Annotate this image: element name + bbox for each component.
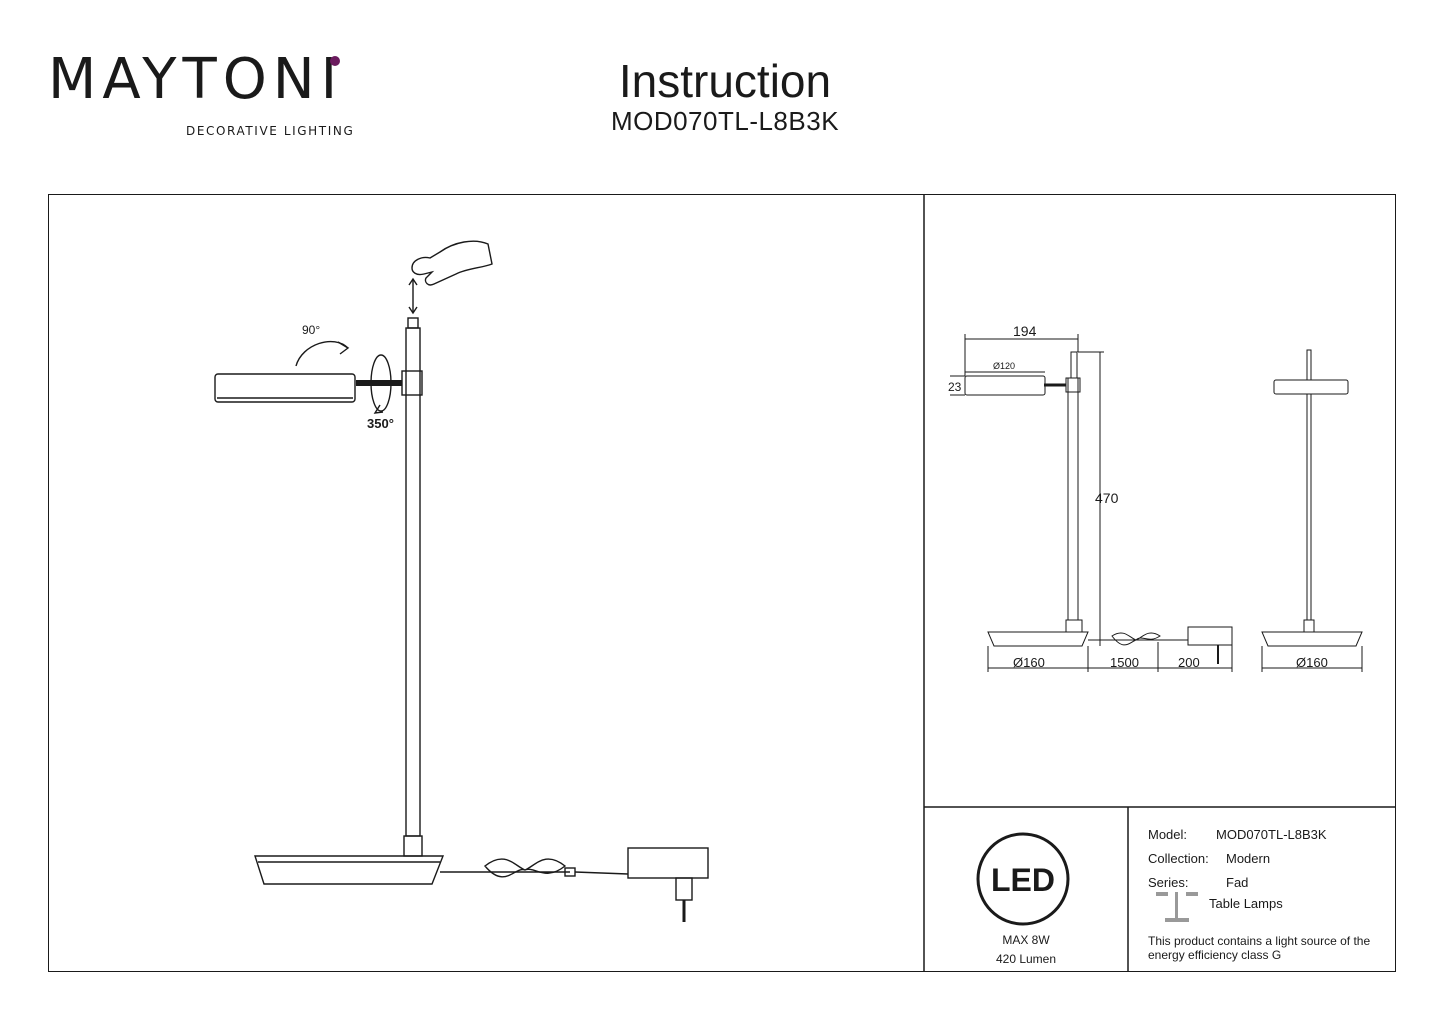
- brand-name: MAYTONI: [48, 47, 344, 112]
- brand-logo: MAYTONI DECORATIVE LIGHTING: [48, 47, 353, 139]
- lamp-pole: [405, 327, 421, 837]
- spec-series-value: Fad: [1226, 875, 1249, 890]
- power-adapter: [627, 847, 709, 879]
- led-power: MAX 8W: [1002, 933, 1050, 947]
- document-header: Instruction MOD070TL-L8B3K: [540, 56, 910, 136]
- logo-dot: [330, 56, 340, 66]
- dim-cable-length: 1500: [1110, 655, 1139, 670]
- spec-collection-label: Collection:: [1148, 851, 1209, 866]
- led-badge: [976, 832, 1070, 926]
- dim-base-diameter: Ø160: [1013, 655, 1045, 670]
- dim-height: 470: [1095, 490, 1119, 506]
- cable-coil: [484, 858, 567, 878]
- lamp-base: [254, 855, 445, 885]
- led-lumen: 420 Lumen: [996, 952, 1056, 966]
- dim-width: 194: [1013, 323, 1037, 339]
- document-title: Instruction: [618, 55, 832, 107]
- led-label: LED: [991, 862, 1055, 898]
- spec-collection-value: Modern: [1226, 851, 1271, 866]
- lamp-head: [214, 373, 356, 403]
- spec-type-value: Table Lamps: [1209, 896, 1283, 911]
- spec-series-label: Series:: [1148, 875, 1189, 890]
- spec-model-value: MOD070TL-L8B3K: [1216, 827, 1327, 842]
- energy-line-1: This product contains a light source of …: [1148, 934, 1371, 948]
- energy-line-2: energy efficiency class G: [1148, 948, 1282, 962]
- hand-icon: [411, 240, 493, 286]
- rotate-angle-label: 350°: [367, 416, 394, 431]
- dim-base-diameter-front: Ø160: [1296, 655, 1328, 670]
- spec-model-label: Model:: [1148, 827, 1188, 842]
- brand-tagline: DECORATIVE LIGHTING: [186, 124, 355, 138]
- dim-head-height: 23: [948, 380, 962, 394]
- document-model: MOD070TL-L8B3K: [610, 106, 840, 136]
- table-lamp-icon: [1156, 892, 1198, 922]
- tilt-angle-label: 90°: [302, 323, 320, 337]
- assembly-drawing: [214, 240, 709, 922]
- dim-adapter-length: 200: [1178, 655, 1200, 670]
- dimension-drawing: [950, 334, 1363, 672]
- content-frame: [48, 194, 1396, 972]
- dim-head-diameter: Ø120: [993, 361, 1015, 371]
